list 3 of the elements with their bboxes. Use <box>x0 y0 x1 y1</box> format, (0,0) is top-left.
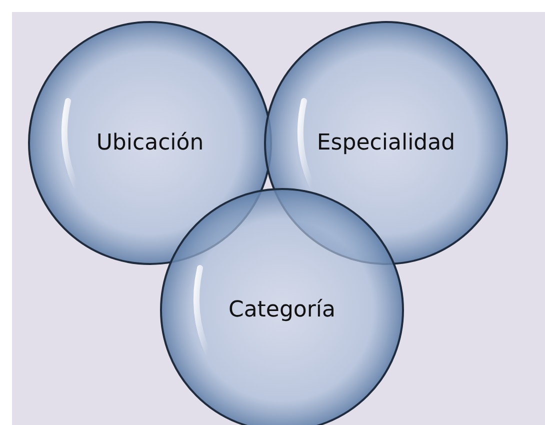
circle-label: Ubicación <box>96 130 204 156</box>
circle-label: Especialidad <box>316 130 456 156</box>
circle-label: Categoría <box>228 298 336 322</box>
